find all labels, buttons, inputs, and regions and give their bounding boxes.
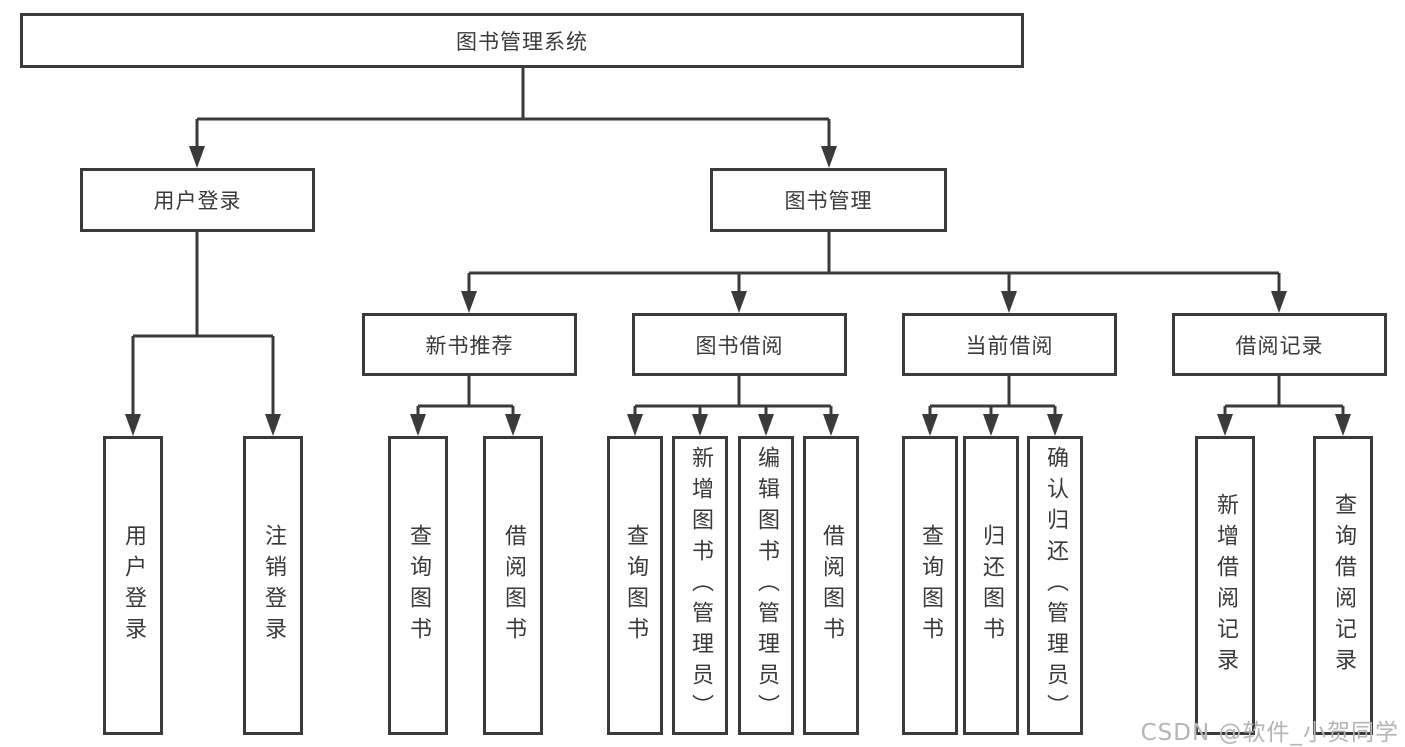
arrow-icon bbox=[922, 414, 938, 436]
arrow-icon bbox=[1217, 414, 1233, 436]
node-label: 图书管理 bbox=[784, 189, 873, 213]
leaf-return-book: 归还图书 bbox=[963, 436, 1019, 735]
edge-book-management-children bbox=[467, 232, 1281, 295]
node-book-borrow: 图书借阅 bbox=[632, 313, 847, 376]
node-label: 借阅记录 bbox=[1235, 333, 1324, 358]
arrow-icon bbox=[410, 414, 426, 436]
node-label: 归还图书 bbox=[979, 523, 1004, 648]
csdn-watermark: CSDN @软件_小贺同学 bbox=[1140, 720, 1399, 746]
node-label: 查询图书 bbox=[623, 523, 648, 648]
node-label: 当前借阅 bbox=[965, 333, 1054, 358]
leaf-user-login: 用户登录 bbox=[103, 436, 163, 735]
node-label: 借阅图书 bbox=[501, 523, 526, 648]
node-label: 新增图书（管理员） bbox=[688, 446, 713, 725]
node-label: 确认归还（管理员） bbox=[1043, 446, 1068, 725]
arrow-icon bbox=[189, 146, 205, 168]
leaf-confirm-return-admin: 确认归还（管理员） bbox=[1027, 436, 1083, 735]
arrow-icon bbox=[821, 146, 837, 168]
arrow-icon bbox=[692, 414, 708, 436]
edge-new-book-children bbox=[416, 376, 515, 418]
node-label: 查询图书 bbox=[918, 523, 943, 648]
node-label: 编辑图书（管理员） bbox=[754, 446, 779, 725]
leaf-borrow-books: 借阅图书 bbox=[803, 436, 859, 735]
leaf-query-books-recommend: 查询图书 bbox=[388, 436, 448, 735]
arrow-icon bbox=[505, 414, 521, 436]
node-label: 图书管理系统 bbox=[456, 29, 588, 54]
leaf-add-book-admin: 新增图书（管理员） bbox=[672, 436, 728, 735]
leaf-borrow-books-recommend: 借阅图书 bbox=[483, 436, 543, 735]
node-label: 新书推荐 bbox=[425, 333, 514, 358]
leaf-query-books-current: 查询图书 bbox=[902, 436, 958, 735]
arrow-icon bbox=[823, 414, 839, 436]
arrow-icon bbox=[125, 414, 141, 436]
arrow-icon bbox=[1047, 414, 1063, 436]
leaf-query-borrow-record: 查询借阅记录 bbox=[1313, 436, 1373, 735]
node-label: 查询借阅记录 bbox=[1331, 492, 1356, 679]
node-library-management-system: 图书管理系统 bbox=[20, 13, 1024, 68]
arrow-icon bbox=[983, 414, 999, 436]
edge-borrow-records-children bbox=[1223, 376, 1345, 418]
edge-user-login-children bbox=[131, 232, 275, 418]
node-user-login: 用户登录 bbox=[80, 168, 315, 232]
node-book-management: 图书管理 bbox=[710, 168, 947, 232]
arrow-icon bbox=[627, 414, 643, 436]
arrow-icon bbox=[731, 291, 747, 313]
leaf-add-borrow-record: 新增借阅记录 bbox=[1195, 436, 1255, 735]
edge-current-borrow-children bbox=[928, 376, 1057, 418]
arrow-icon bbox=[1271, 291, 1287, 313]
node-label: 借阅图书 bbox=[819, 523, 844, 648]
leaf-query-books-borrow: 查询图书 bbox=[607, 436, 663, 735]
arrow-icon bbox=[265, 414, 281, 436]
edge-root-to-level2 bbox=[195, 68, 831, 150]
node-current-borrow: 当前借阅 bbox=[902, 313, 1117, 376]
node-label: 图书借阅 bbox=[695, 333, 784, 358]
arrow-icon bbox=[461, 291, 477, 313]
node-label: 用户登录 bbox=[153, 189, 242, 213]
node-label: 用户登录 bbox=[121, 523, 146, 648]
node-label: 新增借阅记录 bbox=[1213, 492, 1238, 679]
leaf-edit-book-admin: 编辑图书（管理员） bbox=[738, 436, 794, 735]
node-label: 查询图书 bbox=[406, 523, 431, 648]
arrowheads bbox=[125, 146, 1351, 436]
edge-book-borrow-children bbox=[633, 376, 833, 418]
node-borrow-records: 借阅记录 bbox=[1172, 313, 1387, 376]
arrow-icon bbox=[1335, 414, 1351, 436]
arrow-icon bbox=[1001, 291, 1017, 313]
leaf-logout: 注销登录 bbox=[243, 436, 303, 735]
arrow-icon bbox=[758, 414, 774, 436]
node-label: 注销登录 bbox=[261, 523, 286, 648]
node-new-book-recommend: 新书推荐 bbox=[362, 313, 577, 376]
